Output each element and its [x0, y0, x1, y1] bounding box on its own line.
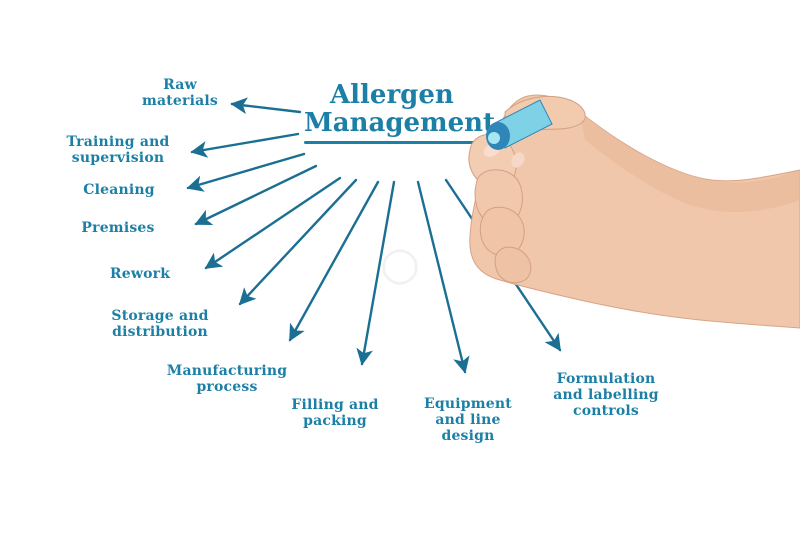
item-raw-materials: Raw materials	[141, 77, 219, 109]
item-equipment-line-design: Equipment and line design	[424, 396, 512, 444]
arrow-cleaning	[186, 152, 306, 192]
arrow-rework	[204, 176, 342, 270]
arrow-premises	[194, 164, 318, 226]
arrow-manufacturing-process	[288, 180, 380, 342]
item-rework: Rework	[109, 266, 171, 282]
arrow-filling-packing	[356, 180, 396, 366]
item-formulation-labelling: Formulation and labelling controls	[553, 371, 659, 419]
item-premises: Premises	[81, 220, 155, 236]
arrow-storage-distribution	[238, 178, 358, 306]
item-manufacturing-process: Manufacturing process	[166, 363, 288, 395]
arrow-training-supervision	[190, 132, 300, 158]
item-cleaning: Cleaning	[83, 182, 155, 198]
diagram-title-line2: Management	[304, 108, 496, 138]
title-underline	[304, 141, 486, 144]
dreamstime-watermark-icon: ○	[379, 236, 421, 290]
arrow-equipment-line-design	[416, 180, 470, 374]
item-storage-distribution: Storage and distribution	[111, 308, 209, 340]
item-training-supervision: Training and supervision	[66, 134, 170, 166]
diagram-title-line1: Allergen	[330, 80, 454, 110]
arrow-raw-materials	[230, 97, 302, 115]
item-filling-packing: Filling and packing	[291, 397, 379, 429]
